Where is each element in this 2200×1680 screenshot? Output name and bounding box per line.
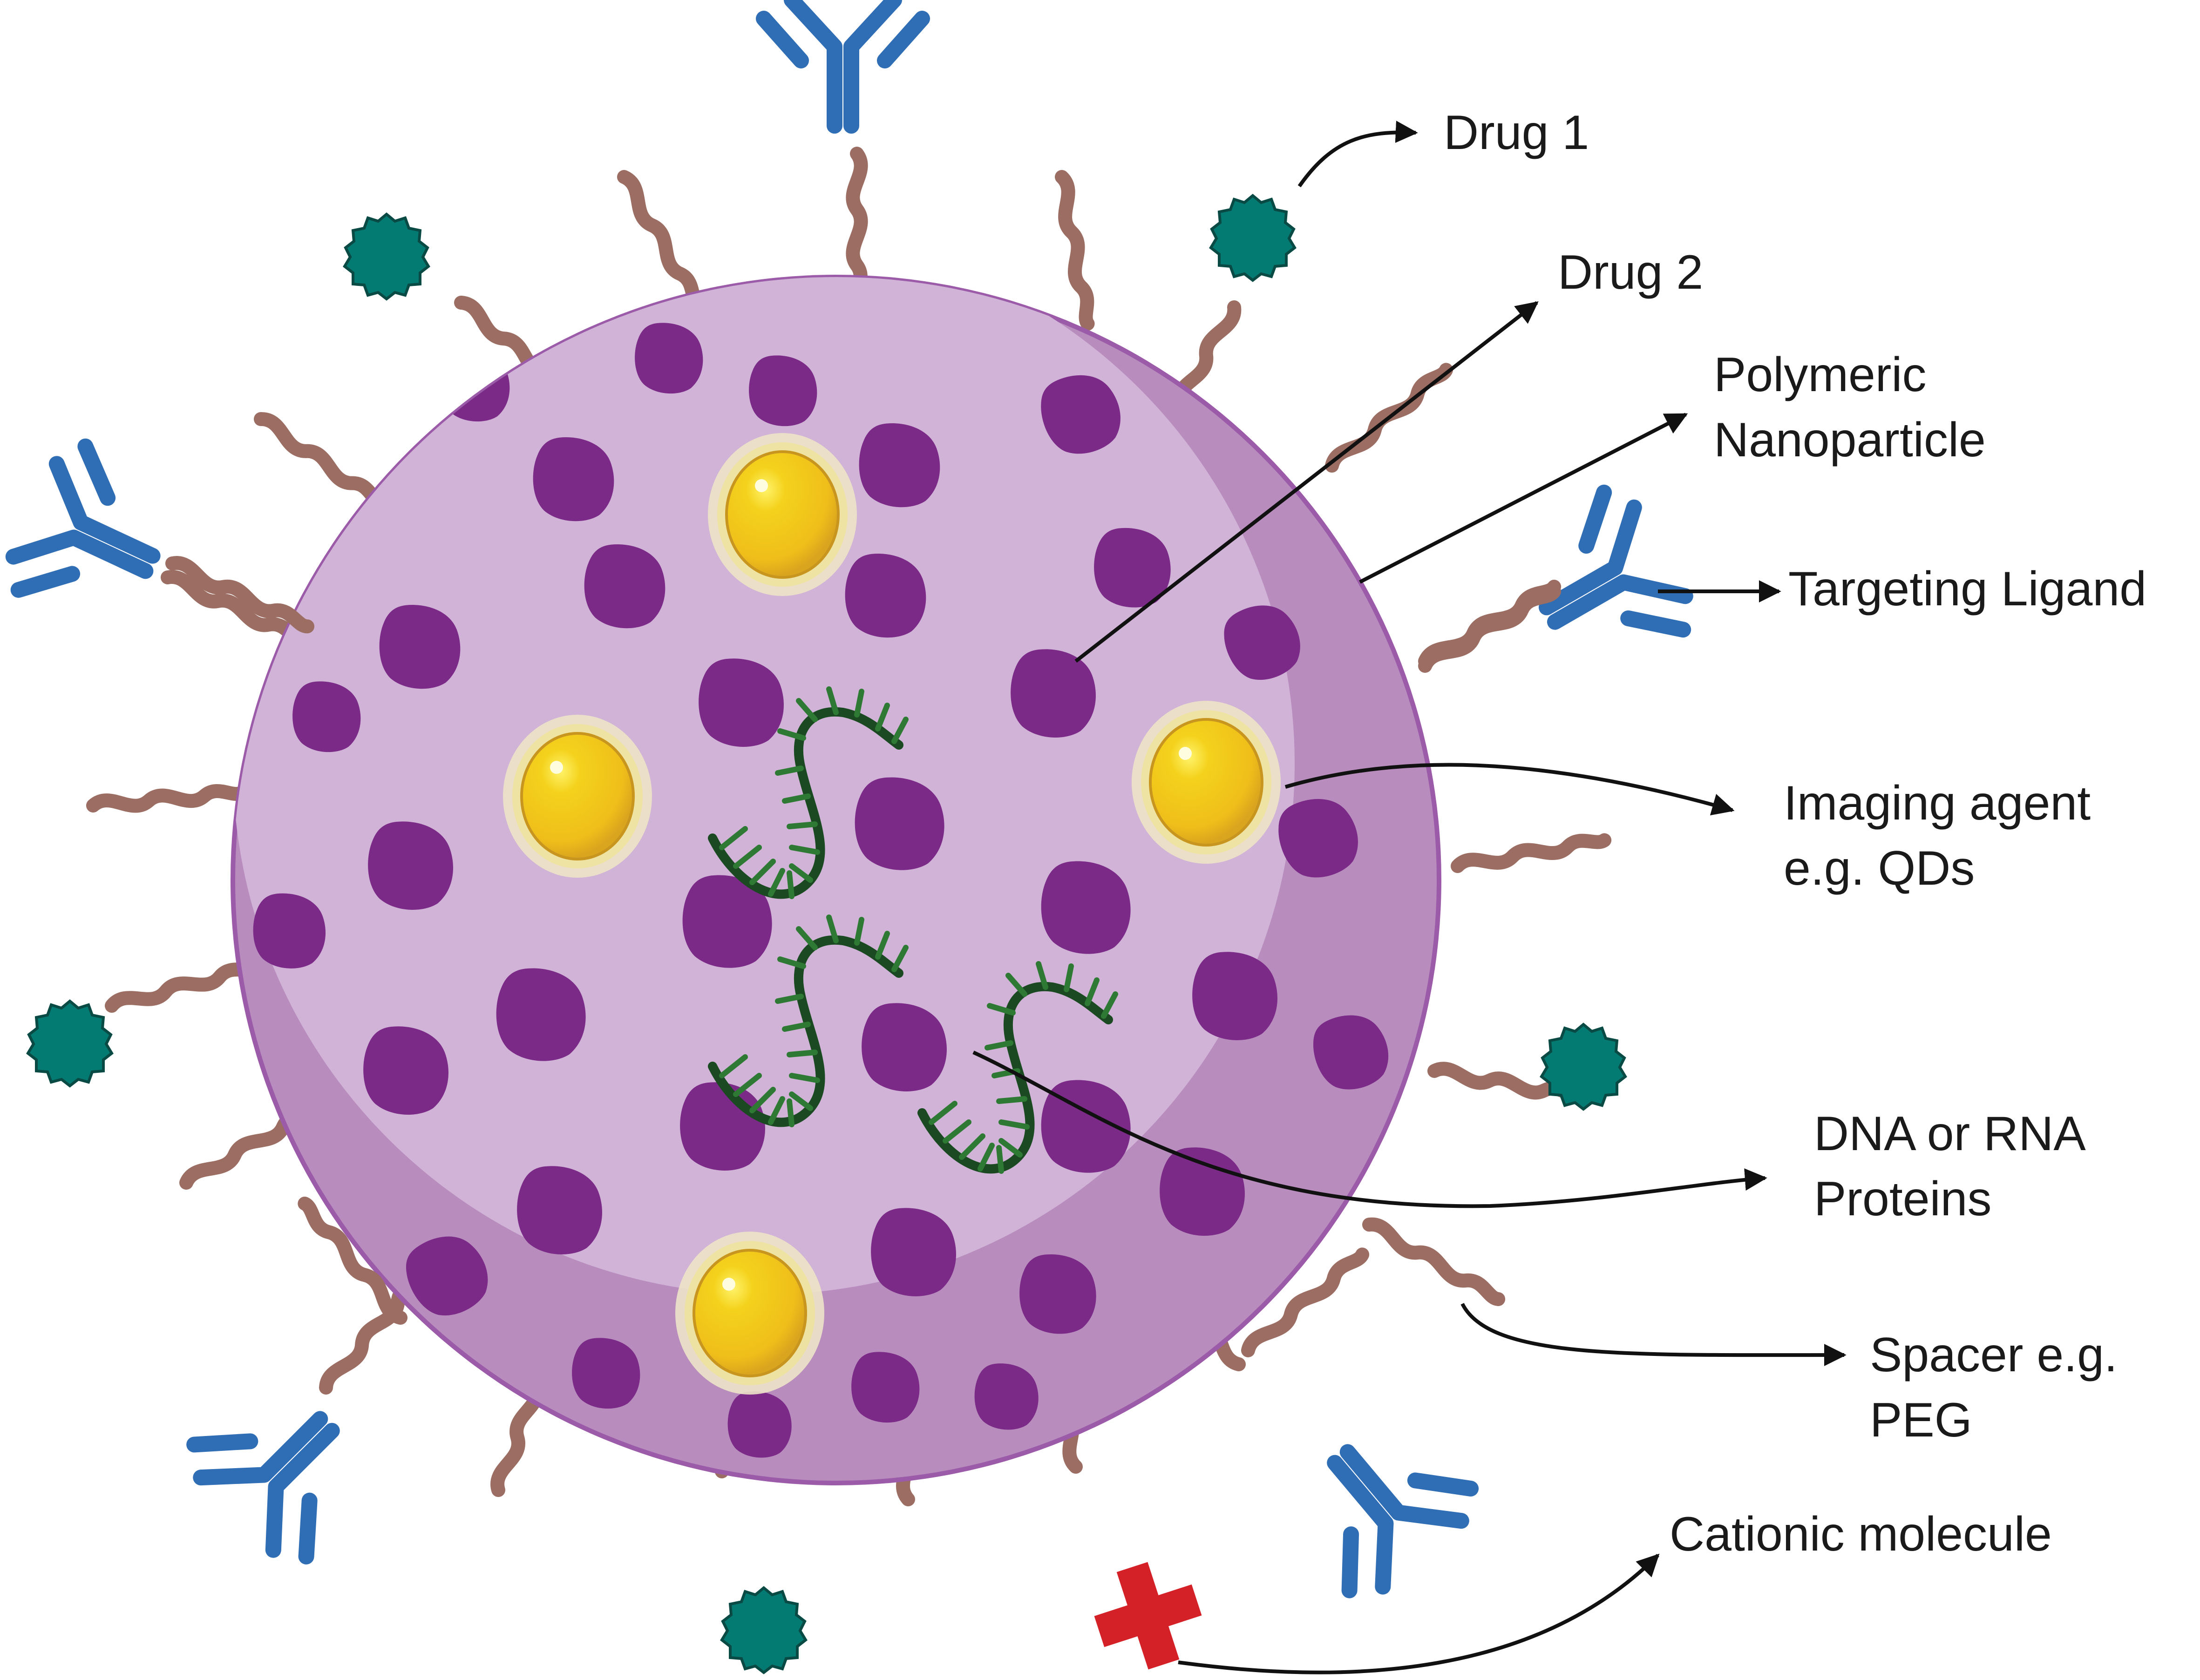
drug-1-icon xyxy=(345,214,428,299)
arrow-spacer xyxy=(1460,1303,1847,1367)
label-polymeric-1: Polymeric xyxy=(1714,348,1927,402)
label-cationic: Cationic molecule xyxy=(1670,1507,2052,1561)
antibody-icon xyxy=(1511,483,1699,683)
drug-2-icon xyxy=(379,605,461,689)
drug-2-icon xyxy=(680,1082,765,1171)
label-polymeric-2: Nanoparticle xyxy=(1714,413,1986,467)
drug-2-icon xyxy=(496,968,586,1061)
drug-2-icon xyxy=(1011,649,1096,738)
drug-2-icon xyxy=(859,423,940,508)
cationic-molecule-icon xyxy=(1094,1562,1202,1670)
label-spacer-1: Spacer e.g. xyxy=(1870,1328,2118,1382)
antibody-icon xyxy=(181,1369,382,1570)
drug-2-icon xyxy=(699,658,784,747)
drug-2-icon xyxy=(760,1397,768,1406)
label-imaging-1: Imaging agent xyxy=(1784,776,2091,830)
quantum-dot-icon xyxy=(708,433,857,596)
label-drug2: Drug 2 xyxy=(1558,245,1703,299)
arrow-polymeric xyxy=(1359,413,1688,584)
drug-2-icon xyxy=(517,1166,602,1254)
spacer-icon xyxy=(111,963,257,1010)
drug-2-icon xyxy=(845,554,926,638)
drug-2-icon xyxy=(292,681,361,752)
quantum-dot-icon xyxy=(1132,701,1281,864)
spacer-icon xyxy=(1367,1221,1501,1303)
drug-2-icon xyxy=(368,821,453,910)
polymeric-nanoparticle xyxy=(231,275,1441,1485)
antibody-icon xyxy=(1281,1407,1483,1605)
drug-2-icon xyxy=(1192,952,1277,1040)
spacer-icon xyxy=(621,175,702,308)
antibody-icon xyxy=(1,439,182,635)
arrow-drug1 xyxy=(1297,121,1418,188)
drug-1-icon xyxy=(722,1588,806,1673)
drug-2-icon xyxy=(572,1338,640,1409)
spacer-icon xyxy=(1457,836,1605,870)
drug-1-icon xyxy=(28,1001,112,1086)
label-drug1: Drug 1 xyxy=(1444,106,1589,160)
quantum-dot-icon xyxy=(675,1232,824,1395)
arrow-dna xyxy=(972,1050,1767,1208)
spacer-icon xyxy=(258,416,385,508)
drug-1-icon xyxy=(1211,196,1295,280)
spacer-icon xyxy=(93,788,242,809)
drug-2-icon xyxy=(584,544,665,629)
label-targeting: Targeting Ligand xyxy=(1788,562,2146,616)
antibody-icon xyxy=(764,0,922,126)
drug-2-icon xyxy=(635,323,703,394)
arrow-drug2 xyxy=(1074,301,1539,663)
drug-2-icon xyxy=(253,893,326,969)
label-dna-1: DNA or RNA xyxy=(1814,1107,2086,1161)
drug-2-icon xyxy=(851,1352,920,1423)
leader-arrows xyxy=(972,121,1847,1674)
drug-2-icon xyxy=(862,1003,947,1091)
spacer-icon xyxy=(1058,176,1092,324)
label-spacer-2: PEG xyxy=(1870,1393,1972,1447)
drug-2-icon xyxy=(1019,1254,1096,1334)
drug-2-icon xyxy=(533,437,614,522)
drug-2-icon xyxy=(974,1363,1039,1430)
drug-2-icon xyxy=(871,1208,956,1296)
arrow-cationic xyxy=(1178,1553,1660,1674)
drug-2-icon xyxy=(363,1026,448,1115)
drug-2-icon xyxy=(441,351,510,422)
arrow-imaging xyxy=(1284,763,1735,816)
drug-2-icon xyxy=(855,777,944,870)
labels: Drug 1 Drug 2 Polymeric Nanoparticle Tar… xyxy=(1444,106,2146,1561)
label-dna-2: Proteins xyxy=(1814,1172,1992,1226)
drug-2-icon xyxy=(1041,861,1131,954)
drug-2-icon xyxy=(1160,1147,1245,1236)
spacer-icon xyxy=(1423,588,1556,670)
drug-1-icon xyxy=(1541,1024,1625,1109)
drug-2-icon xyxy=(749,355,817,427)
quantum-dot-icon xyxy=(503,715,652,878)
label-imaging-2: e.g. QDs xyxy=(1784,841,1975,895)
